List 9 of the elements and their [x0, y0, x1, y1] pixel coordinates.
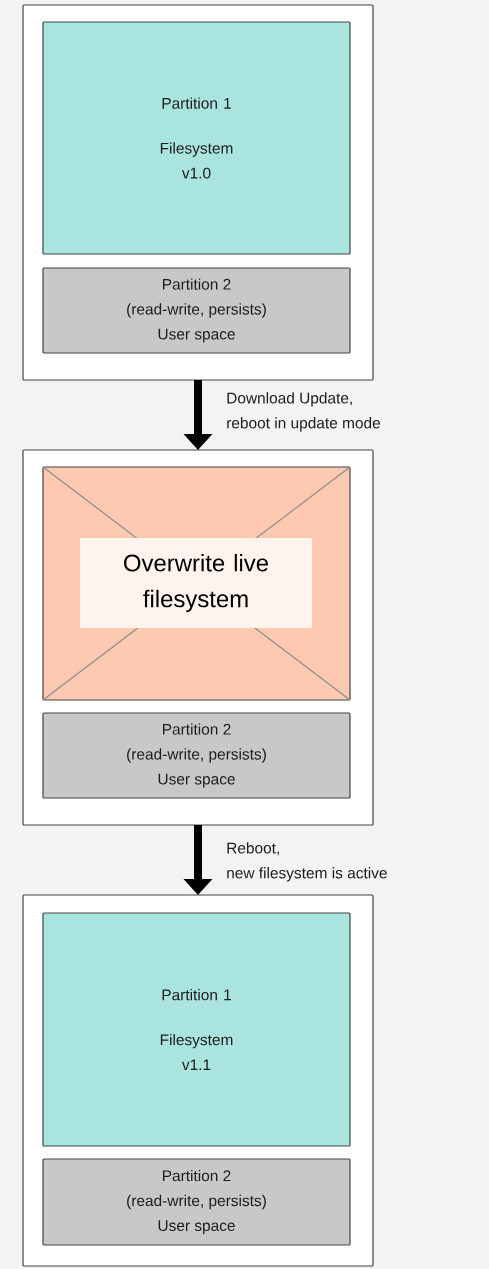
- partition-box: Partition 2 (read-write, persists) User space: [42, 712, 351, 799]
- partition-box: Partition 1 Filesystem v1.0: [42, 21, 351, 255]
- edge-label: Reboot, new filesystem is active: [227, 842, 387, 882]
- partition-box: Partition 2 (read-write, persists) User space: [42, 1158, 351, 1246]
- partition-box: Partition 2 (read-write, persists) User space: [42, 267, 351, 354]
- overwritten-partition-box: [42, 466, 351, 701]
- partition-box: Partition 1 Filesystem v1.1: [42, 912, 351, 1147]
- edge-label: Download Update, reboot in update mode: [227, 392, 380, 432]
- overlay-label: Overwrite live filesystem: [80, 538, 312, 628]
